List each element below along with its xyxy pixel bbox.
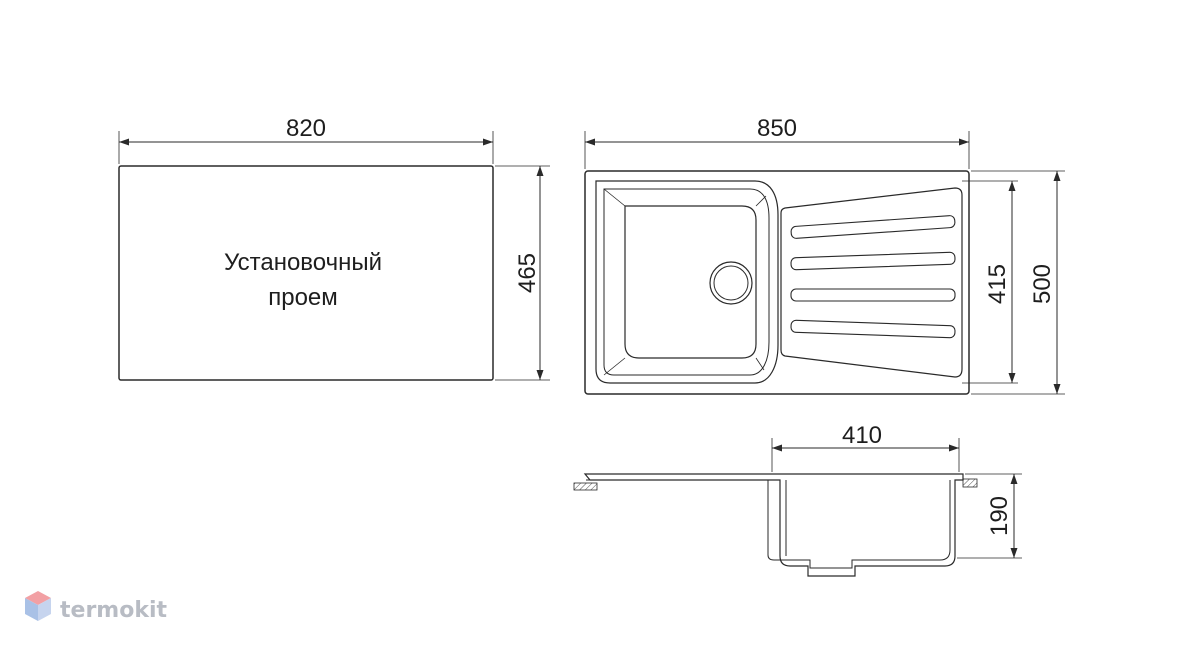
cutout-label-line1: Установочный: [224, 249, 382, 276]
countertop-left-hatch: [573, 482, 598, 491]
bowl-inner-basin: [624, 205, 757, 359]
drainboard-groove: [790, 215, 956, 239]
cutout-rectangle: [118, 165, 494, 381]
bowl-width-label: 410: [842, 422, 882, 449]
drain-inner-circle: [713, 265, 749, 301]
drain-outer-circle: [709, 261, 753, 305]
watermark-text: termokit: [60, 598, 167, 623]
bowl-depth-label: 190: [986, 496, 1013, 536]
drainboard-groove: [790, 319, 956, 339]
sink-outline: [584, 170, 970, 395]
countertop-right-hatch: [962, 478, 978, 488]
depth-label: 500: [1029, 264, 1056, 304]
drainboard-grooves: [790, 215, 956, 339]
sink-width-label: 850: [757, 115, 797, 142]
drainboard-groove: [790, 288, 956, 302]
watermark: termokit: [25, 591, 167, 623]
bowl-corner-tr: [755, 195, 767, 207]
cutout-label-line2: проем: [268, 284, 338, 311]
bowl-middle-rim: [603, 188, 770, 376]
bowl-corner-bl: [603, 357, 626, 376]
hexagon-cube-logo-icon: [25, 591, 51, 621]
cutout-height-label: 465: [514, 253, 541, 293]
cutout-width-label: 820: [286, 115, 326, 142]
sink-section-inner: [586, 479, 951, 569]
drainboard-outline: [780, 187, 963, 378]
sink-section-outer: [583, 473, 964, 577]
sink-top-view: 850 415 500: [584, 115, 1065, 395]
bowl-corner-br: [755, 357, 765, 371]
inner-depth-label: 415: [984, 264, 1011, 304]
bowl-corner-tl: [603, 188, 626, 207]
sink-side-view: 410 190: [573, 422, 1022, 577]
drainboard-groove: [790, 251, 956, 271]
bowl-outer-rim: [595, 180, 779, 384]
cutout-view: 820 465 Установочный проем: [118, 115, 550, 381]
